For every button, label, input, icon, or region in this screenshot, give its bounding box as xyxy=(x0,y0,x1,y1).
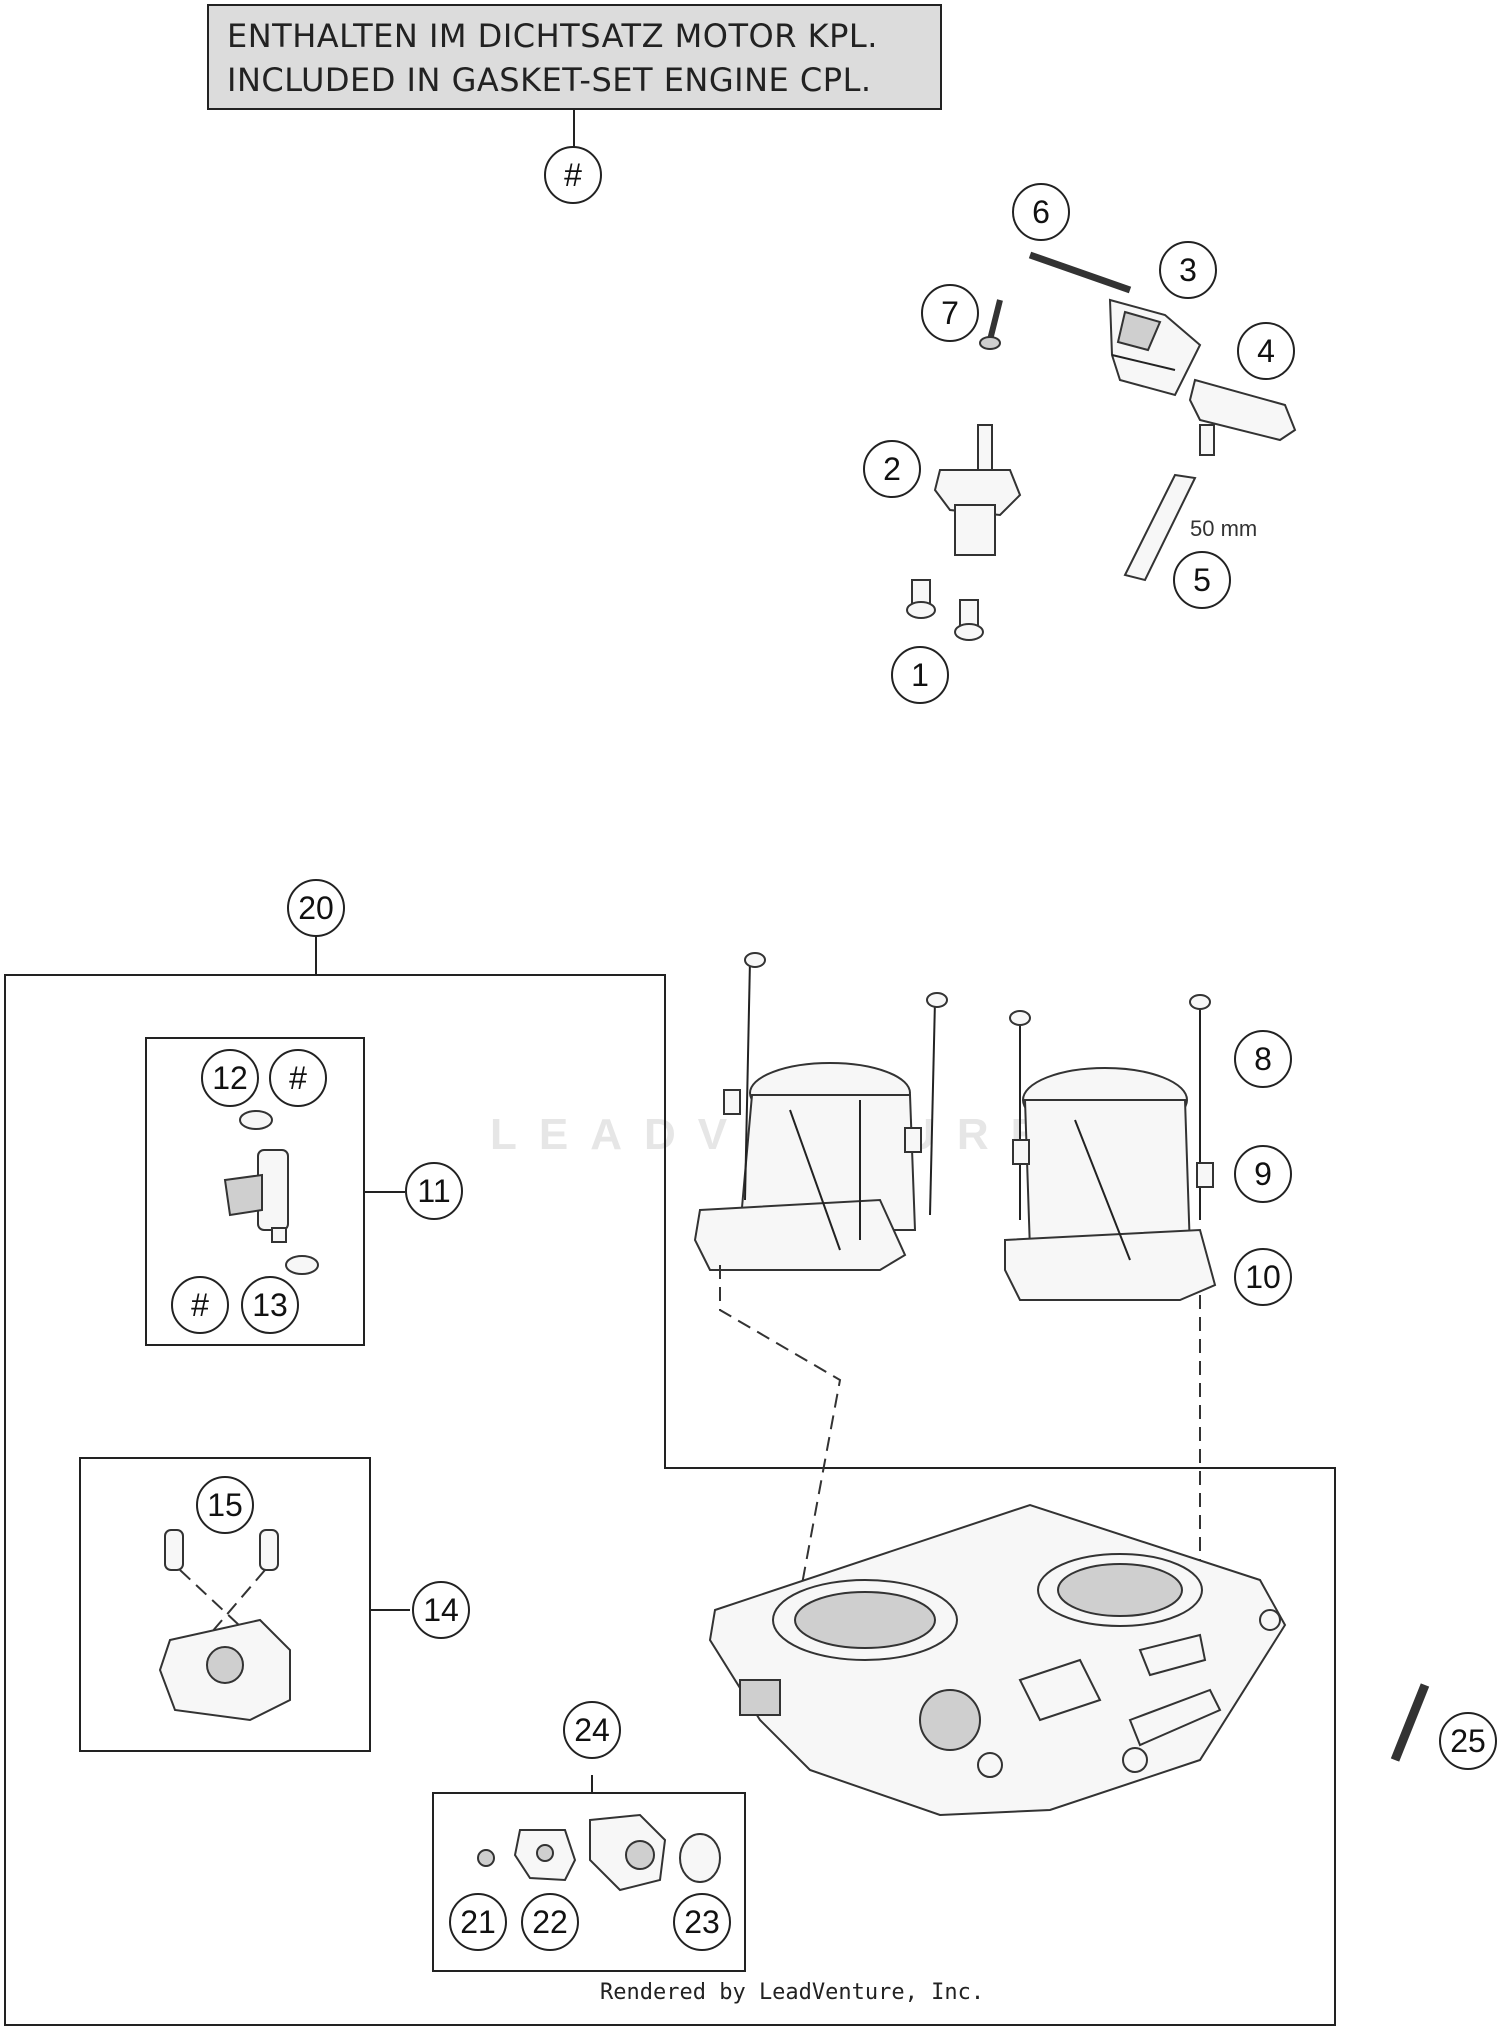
callout-1: 1 xyxy=(891,646,949,704)
callout-25: 25 xyxy=(1439,1712,1497,1770)
callout-10: 10 xyxy=(1234,1248,1292,1306)
part-5-hose xyxy=(1123,473,1197,582)
throttle-tube-left xyxy=(693,959,936,1271)
callout-hash-12: # xyxy=(269,1049,327,1107)
part-6-pin xyxy=(1028,251,1132,294)
callout-5: 5 xyxy=(1173,551,1231,609)
callout-14: 14 xyxy=(412,1581,470,1639)
part-22-flange xyxy=(513,1829,577,1882)
note-line-german: ENTHALTEN IM DICHTSATZ MOTOR KPL. xyxy=(227,17,878,55)
callout-3: 3 xyxy=(1159,241,1217,299)
part-8-screws xyxy=(744,952,1211,1026)
part-1-screws xyxy=(906,579,984,641)
callout-24: 24 xyxy=(563,1701,621,1759)
callout-8: 8 xyxy=(1234,1030,1292,1088)
callout-9: 9 xyxy=(1234,1145,1292,1203)
dimension-50mm: 50 mm xyxy=(1190,516,1258,541)
gasket-set-note: ENTHALTEN IM DICHTSATZ MOTOR KPL. INCLUD… xyxy=(207,4,942,110)
part-21-screw xyxy=(477,1849,495,1867)
callout-2: 2 xyxy=(863,440,921,498)
callout-11: 11 xyxy=(405,1162,463,1220)
callout-13: 13 xyxy=(241,1276,299,1334)
callout-hash-13: # xyxy=(171,1276,229,1334)
injector-11 xyxy=(223,1149,289,1243)
part-13-o-ring xyxy=(285,1255,319,1275)
sensor-kit-box xyxy=(432,1792,746,1972)
part-9-spacers xyxy=(723,1089,1214,1188)
part-2-sensor xyxy=(933,424,1022,556)
callout-22: 22 xyxy=(521,1893,579,1951)
note-line-english: INCLUDED IN GASKET-SET ENGINE CPL. xyxy=(227,61,872,99)
callout-hash-top: # xyxy=(544,146,602,204)
render-credit: Rendered by LeadVenture, Inc. xyxy=(600,1980,985,2005)
part-12-o-ring xyxy=(239,1110,273,1130)
throttle-body-assembly xyxy=(708,1503,1287,1817)
part-25-pin xyxy=(1390,1683,1430,1762)
assembly-20-frame xyxy=(4,935,1336,2026)
part-3-housing xyxy=(1108,298,1202,397)
throttle-tube-right xyxy=(1004,1005,1217,1301)
part-7-screw xyxy=(979,299,1003,350)
part-15-injectors xyxy=(158,1529,291,1722)
part-24-sensor xyxy=(589,1813,667,1892)
part-23-o-ring xyxy=(679,1833,721,1883)
callout-12: 12 xyxy=(201,1049,259,1107)
callout-7: 7 xyxy=(921,284,979,342)
alignment-dashes xyxy=(719,1265,1201,1596)
callout-15: 15 xyxy=(196,1476,254,1534)
callout-21: 21 xyxy=(449,1893,507,1951)
callout-23: 23 xyxy=(673,1893,731,1951)
callout-6: 6 xyxy=(1012,183,1070,241)
callout-4: 4 xyxy=(1237,322,1295,380)
part-4-sensor xyxy=(1188,378,1297,456)
callout-20: 20 xyxy=(287,879,345,937)
injector-assembly-box xyxy=(79,1457,371,1752)
